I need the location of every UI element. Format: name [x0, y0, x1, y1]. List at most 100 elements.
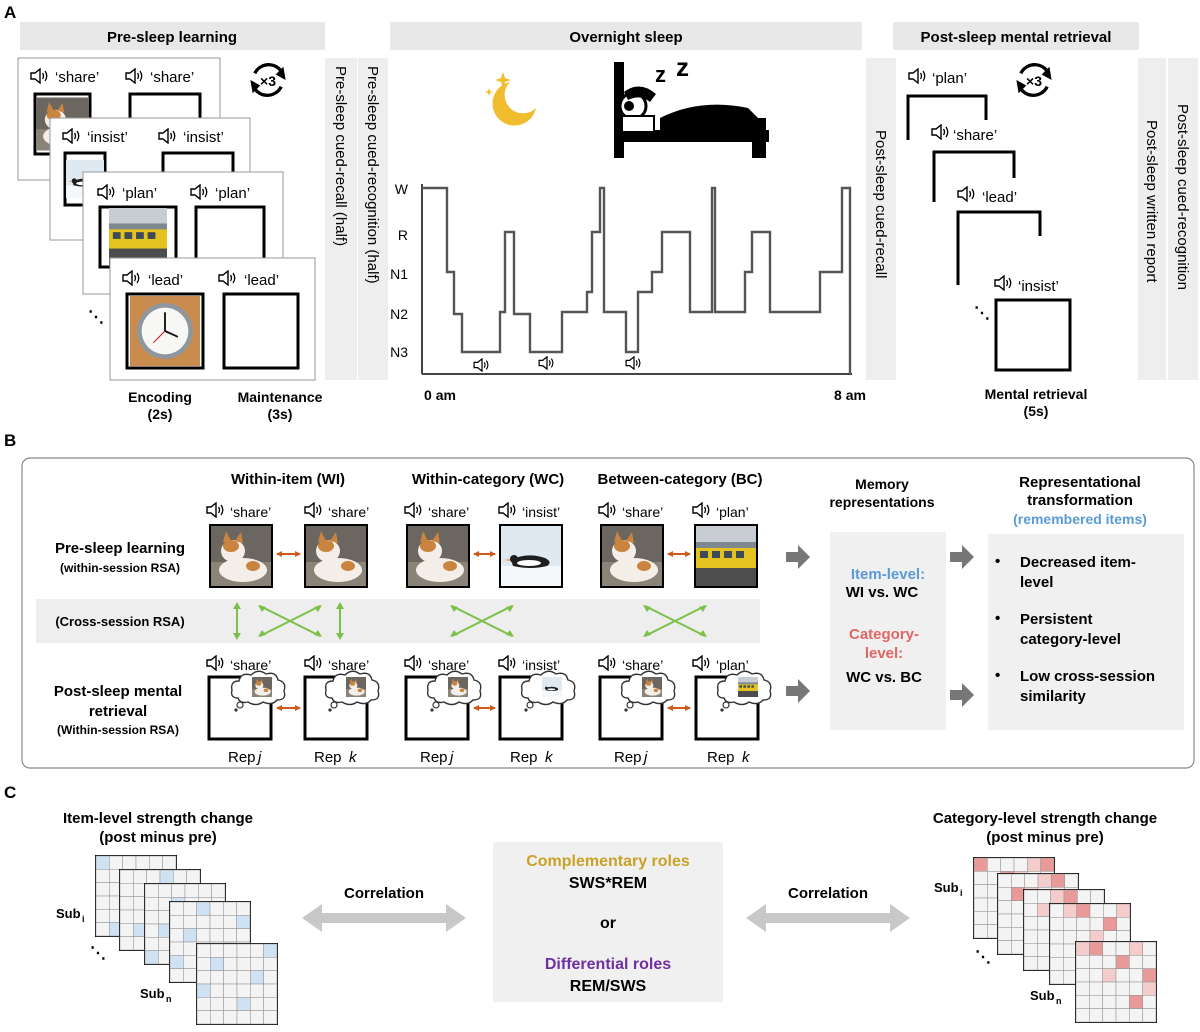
post-row-label-2: retrieval: [89, 703, 147, 720]
encoding-label: Encoding: [128, 389, 192, 405]
svg-text:‘insist’: ‘insist’: [183, 129, 224, 146]
svg-text:‘share’: ‘share’: [55, 69, 99, 86]
svg-text:Rep: Rep: [510, 749, 538, 766]
svg-text:‘lead’: ‘lead’: [148, 272, 183, 289]
svg-text:similarity: similarity: [1020, 688, 1087, 705]
svg-text:z: z: [655, 62, 666, 87]
correlation-label-right: Correlation: [788, 885, 868, 902]
post-sleep-header-box: [893, 22, 1139, 50]
memory-title-2: representations: [829, 494, 934, 510]
maintenance-time: (3s): [268, 406, 293, 422]
pre-recognition-label: Pre-sleep cued-recognition (half): [364, 66, 381, 284]
stage-n3: N3: [390, 344, 408, 360]
panel-c-letter: C: [4, 783, 16, 802]
category-level-value: WC vs. BC: [846, 669, 922, 686]
learning-ellipsis: ⋱: [88, 309, 104, 326]
panel-a-letter: A: [4, 3, 16, 22]
svg-text:k: k: [545, 749, 554, 766]
svg-text:‘plan’: ‘plan’: [215, 185, 250, 202]
pre-pair-bc: ‘share’ ‘plan’: [598, 502, 758, 588]
svg-text:‘insist’: ‘insist’: [1018, 278, 1059, 295]
cross-session-band: [36, 599, 760, 643]
x-start: 0 am: [424, 387, 456, 403]
post-recognition-label: Post-sleep cued-recognition: [1174, 104, 1191, 290]
retrieval-cascade: ‘plan’ ‘share’ ‘lead’ ‘insist’ ⋱: [906, 68, 1072, 372]
correlation-arrow-right: [746, 904, 910, 932]
stage-r: R: [398, 227, 408, 243]
memory-box: [830, 532, 946, 730]
subject-grid: [1075, 941, 1157, 1023]
sleeper-bed-icon: z z: [614, 52, 769, 158]
differential-formula: REM/SWS: [570, 978, 647, 995]
svg-text:⋱: ⋱: [974, 305, 990, 322]
svg-text:Rep: Rep: [420, 749, 448, 766]
encoding-time: (2s): [148, 406, 173, 422]
stage-w: W: [395, 181, 409, 197]
pre-pair-wi: ‘share’ ‘share’: [206, 502, 369, 588]
arrow-right-icon: [786, 545, 974, 707]
differential-label: Differential roles: [545, 956, 671, 973]
svg-text:•: •: [995, 610, 1000, 627]
pre-sleep-header-box: [20, 22, 325, 50]
svg-text:‘insist’: ‘insist’: [87, 129, 128, 146]
category-title-1: Category-level strength change: [933, 810, 1157, 827]
maintenance-label: Maintenance: [238, 389, 323, 405]
svg-text:Rep: Rep: [314, 749, 342, 766]
svg-text:level: level: [1020, 574, 1053, 591]
svg-text:Sub: Sub: [140, 986, 165, 1001]
cross-session-arrows: [236, 605, 706, 637]
svg-text:•: •: [995, 667, 1000, 684]
pre-row-sub: (within-session RSA): [60, 561, 180, 575]
svg-text:‘share’: ‘share’: [953, 127, 997, 144]
svg-text:‘share’: ‘share’: [150, 69, 194, 86]
item-ellipsis: ⋱: [90, 945, 106, 962]
sub-n-label-left: Sub n: [140, 986, 172, 1004]
sub-n-label-right: Sub n: [1030, 988, 1062, 1006]
svg-text:j: j: [448, 749, 454, 766]
svg-text:‘share’: ‘share’: [428, 504, 469, 520]
complementary-formula: SWS*REM: [569, 875, 647, 892]
post-row-label-1: Post-sleep mental: [54, 683, 182, 700]
svg-text:j: j: [256, 749, 262, 766]
category-level-label-1: Category-: [849, 626, 919, 643]
svg-text:Sub: Sub: [1030, 988, 1055, 1003]
svg-text:‘lead’: ‘lead’: [244, 272, 279, 289]
svg-text:Rep: Rep: [707, 749, 735, 766]
svg-text:‘plan’: ‘plan’: [716, 657, 749, 673]
transform-title-1: Representational: [1019, 474, 1141, 491]
svg-text:n: n: [166, 994, 172, 1004]
moon-icon: [485, 72, 536, 126]
svg-text:‘share’: ‘share’: [622, 504, 663, 520]
item-title-2: (post minus pre): [99, 829, 217, 846]
svg-text:Persistent: Persistent: [1020, 611, 1093, 628]
repeat-label-post: ×3: [1026, 73, 1042, 89]
svg-text:Low cross-session: Low cross-session: [1020, 668, 1155, 685]
svg-text:•: •: [995, 553, 1000, 570]
post-row-sub: (Within-session RSA): [57, 723, 179, 737]
cross-arrowheads: [233, 602, 707, 640]
post-written-box: [1138, 58, 1166, 380]
overnight-header-box: [390, 22, 862, 50]
svg-text:n: n: [1056, 996, 1062, 1006]
cross-label: (Cross-session RSA): [55, 614, 184, 629]
svg-text:Decreased item-: Decreased item-: [1020, 554, 1136, 571]
correlation-label-left: Correlation: [344, 885, 424, 902]
svg-text:z: z: [676, 52, 689, 82]
svg-text:i: i: [960, 888, 963, 898]
post-recognition-box: [1168, 58, 1198, 380]
condition-wc-title: Within-category (WC): [412, 471, 564, 488]
learning-card-4: ‘lead’ ‘lead’: [109, 257, 316, 381]
panel-b-frame: [21, 457, 1195, 769]
stage-n1: N1: [390, 266, 408, 282]
hypothesis-box: [493, 842, 723, 1002]
findings-box: [988, 534, 1184, 730]
sub-i-label-left: Sub i: [56, 906, 85, 924]
svg-text:k: k: [742, 749, 751, 766]
overnight-header: Overnight sleep: [569, 29, 682, 46]
svg-text:Sub: Sub: [934, 880, 959, 895]
pre-recall-label: Pre-sleep cued-recall (half): [332, 66, 349, 246]
svg-text:‘share’: ‘share’: [428, 657, 469, 673]
svg-text:‘share’: ‘share’: [328, 504, 369, 520]
memory-title-1: Memory: [855, 476, 909, 492]
